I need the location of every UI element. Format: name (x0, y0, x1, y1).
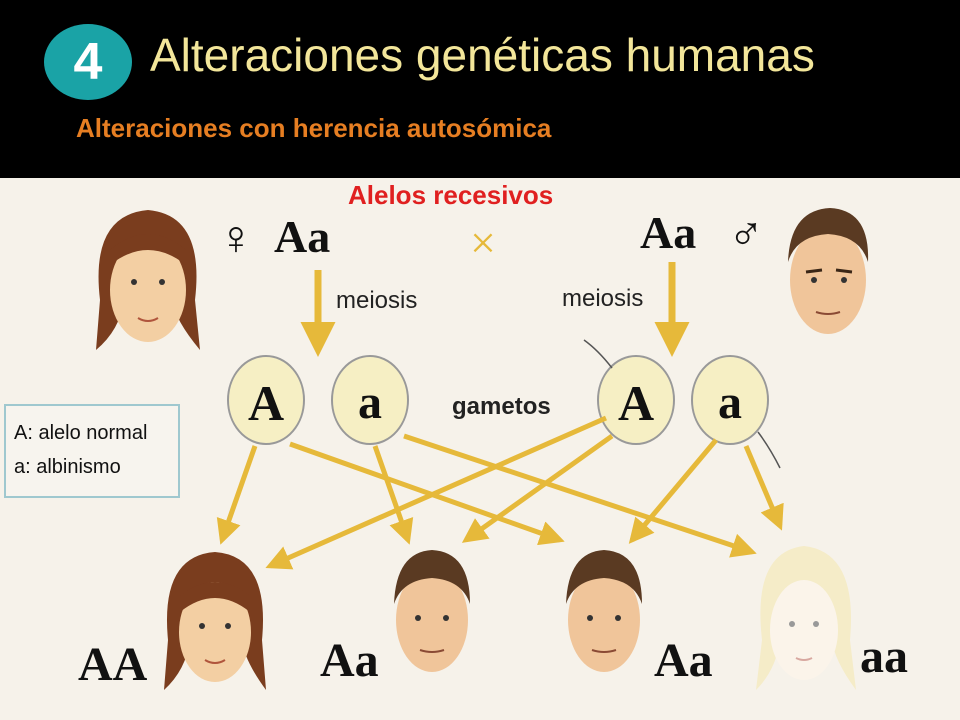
male-symbol: ♂ (728, 208, 764, 261)
header-bar: 4 Alteraciones genéticas humanas Alterac… (0, 0, 960, 178)
slide-title: Alteraciones genéticas humanas (150, 29, 815, 81)
legend-normal-allele: A: alelo normal (14, 422, 148, 444)
arrow-sperm-A-to-AA (265, 415, 608, 570)
offspring-genotype-2: Aa (320, 634, 379, 687)
fertilization-arrows (216, 415, 784, 570)
arrow-a-to-Aa-1 (372, 445, 414, 545)
arrow-a-to-aa (403, 433, 757, 558)
arrow-A-to-AA (216, 445, 258, 545)
father-face (788, 208, 869, 334)
arrow-sperm-a-to-aa (743, 445, 784, 531)
offspring-genotype-4: aa (860, 630, 908, 683)
arrow-A-to-Aa-2 (289, 441, 565, 546)
child-face-Aa-2 (566, 550, 642, 672)
child-face-AA (164, 552, 266, 690)
gamete-label-3: A (618, 375, 654, 431)
arrow-sperm-A-to-Aa-1 (461, 433, 614, 543)
sperm-tail-a (757, 431, 781, 469)
section-title: Alelos recesivos (348, 180, 554, 210)
gamete-egg-A (227, 355, 305, 445)
female-genotype: Aa (274, 211, 330, 262)
gamete-egg-a (331, 355, 409, 445)
offspring-genotype-3: Aa (654, 634, 713, 687)
legend-box: A: alelo normal a: albinismo (4, 404, 180, 498)
gamete-label-2: a (358, 376, 382, 429)
slide-subtitle: Alteraciones con herencia autosómica (76, 113, 552, 143)
child-face-Aa-1 (394, 550, 470, 672)
mother-face (96, 210, 200, 350)
meiosis-label-right: meiosis (562, 285, 643, 312)
cross-symbol: × (470, 217, 496, 268)
sperm-tail-A (583, 339, 613, 369)
arrow-sperm-a-to-Aa-2 (628, 438, 718, 544)
gamete-sperm-A (597, 355, 675, 445)
gamete-label-1: A (248, 375, 284, 431)
legend-albinism-allele: a: albinismo (14, 456, 121, 478)
male-genotype: Aa (640, 207, 696, 258)
gametes-label: gametos (452, 393, 551, 420)
gamete-sperm-a (691, 355, 769, 445)
gamete-label-4: a (718, 376, 742, 429)
section-number-badge: 4 (44, 24, 132, 100)
meiosis-label-left: meiosis (336, 287, 417, 314)
female-symbol: ♀ (218, 212, 254, 265)
child-face-aa-albino (756, 546, 856, 690)
offspring-genotype-1: AA (78, 638, 148, 691)
